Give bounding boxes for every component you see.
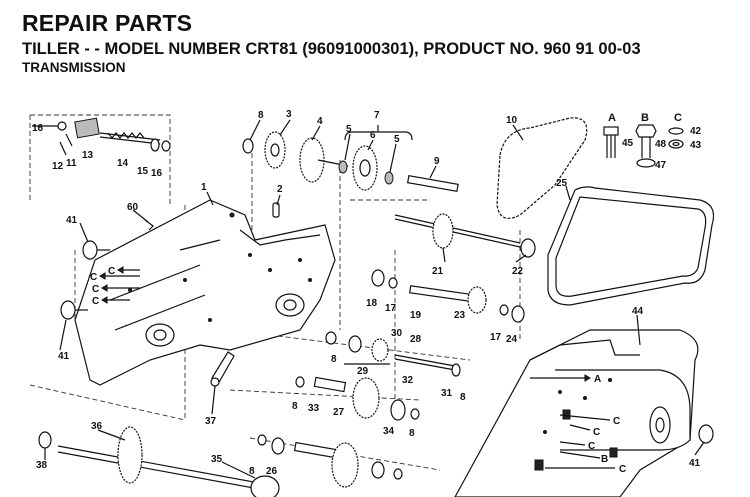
callout-38: 38 [36, 460, 48, 471]
axle-assembly [38, 426, 280, 497]
leader-lines [44, 119, 705, 479]
callout-17a: 17 [385, 303, 397, 314]
callout-44: 44 [632, 306, 644, 317]
left-housing-part-1 [74, 199, 336, 386]
callout-11: 11 [66, 158, 77, 169]
callout-5a: 5 [346, 124, 352, 135]
callout-22: 22 [512, 266, 524, 277]
callout-41b: 41 [58, 351, 70, 362]
letter-b-header: B [641, 112, 649, 124]
callout-25: 25 [556, 178, 568, 189]
callout-12: 12 [52, 161, 64, 172]
callout-10: 10 [506, 115, 518, 126]
right-arrows [530, 374, 615, 469]
callout-47: 47 [655, 160, 667, 171]
callout-31: 31 [441, 388, 453, 399]
lower-center-shaft [325, 331, 461, 377]
callout-43: 43 [690, 140, 702, 151]
upper-gear-set [242, 125, 413, 191]
callout-9: 9 [434, 156, 440, 167]
callout-36: 36 [91, 421, 103, 432]
drive-chain-part-10 [496, 117, 588, 219]
shift-rod-assembly [32, 117, 171, 156]
hardware-key [603, 124, 684, 168]
callout-13: 13 [82, 150, 94, 161]
callout-1: 1 [201, 182, 207, 193]
callout-8c: 8 [292, 401, 298, 412]
callout-23: 23 [454, 310, 466, 321]
callout-26: 26 [266, 466, 278, 477]
callout-29: 29 [357, 366, 369, 377]
callout-28: 28 [410, 334, 422, 345]
callout-41c: 41 [689, 458, 701, 469]
callout-32: 32 [402, 375, 414, 386]
callout-8b: 8 [331, 354, 337, 365]
callout-21: 21 [432, 266, 444, 277]
callout-3: 3 [286, 109, 292, 120]
callout-33: 33 [308, 403, 320, 414]
callout-numbers: 1 2 3 4 5 5 6 7 8 8 8 8 8 8 9 10 11 12 1… [32, 109, 702, 477]
letter-c-5: C [613, 416, 620, 427]
callout-35: 35 [211, 454, 223, 465]
callout-48: 48 [655, 139, 667, 150]
letter-c-8: C [619, 464, 626, 475]
callout-27: 27 [333, 407, 345, 418]
callout-2: 2 [277, 184, 283, 195]
model-subtitle: TILLER - - MODEL NUMBER CRT81 (960910003… [22, 40, 641, 58]
letter-b-right: B [601, 454, 608, 465]
hardware-letters: A B C C C C C A C C C B C [90, 112, 682, 475]
callout-8e: 8 [409, 428, 415, 439]
letter-c-3: C [92, 284, 99, 295]
page-title: REPAIR PARTS [22, 10, 193, 36]
small-fasteners [60, 202, 280, 320]
countershaft-parts [371, 269, 525, 323]
letter-c-6: C [593, 427, 600, 438]
callout-15: 15 [137, 166, 149, 177]
section-heading: TRANSMISSION [22, 60, 126, 75]
callout-37: 37 [205, 416, 217, 427]
letter-c-2: C [90, 272, 97, 283]
callout-8f: 8 [460, 392, 466, 403]
letter-c-1: C [108, 266, 115, 277]
callout-7: 7 [374, 110, 380, 121]
left-arrows [99, 266, 140, 304]
callout-41a: 41 [66, 215, 78, 226]
callout-5b: 5 [394, 134, 400, 145]
letter-c-header: C [674, 112, 682, 124]
callout-16b: 16 [151, 168, 163, 179]
callout-24: 24 [506, 334, 518, 345]
callout-42: 42 [690, 126, 702, 137]
callout-60: 60 [127, 202, 139, 213]
callout-8a: 8 [258, 110, 264, 121]
shift-lever-part-37 [210, 351, 235, 387]
callout-6: 6 [370, 130, 376, 141]
right-housing-part-44 [454, 329, 714, 497]
callout-30: 30 [391, 328, 403, 339]
letter-c-7: C [588, 441, 595, 452]
shaft-part-9 [406, 175, 459, 192]
gasket-part-25 [547, 186, 715, 306]
callout-14: 14 [117, 158, 129, 169]
callout-18: 18 [366, 298, 378, 309]
letter-c-4: C [92, 296, 99, 307]
letter-a-right: A [594, 374, 601, 385]
lower-shaft-parts [257, 434, 403, 488]
sprocket-shaft-assembly [394, 213, 536, 258]
letter-a-header: A [608, 112, 616, 124]
callout-45: 45 [622, 138, 634, 149]
callout-17b: 17 [490, 332, 502, 343]
callout-8d: 8 [249, 466, 255, 477]
callout-4: 4 [317, 116, 323, 127]
callout-16a: 16 [32, 123, 44, 134]
lower-gear-set [295, 376, 420, 421]
callout-34: 34 [383, 426, 395, 437]
callout-19: 19 [410, 310, 422, 321]
